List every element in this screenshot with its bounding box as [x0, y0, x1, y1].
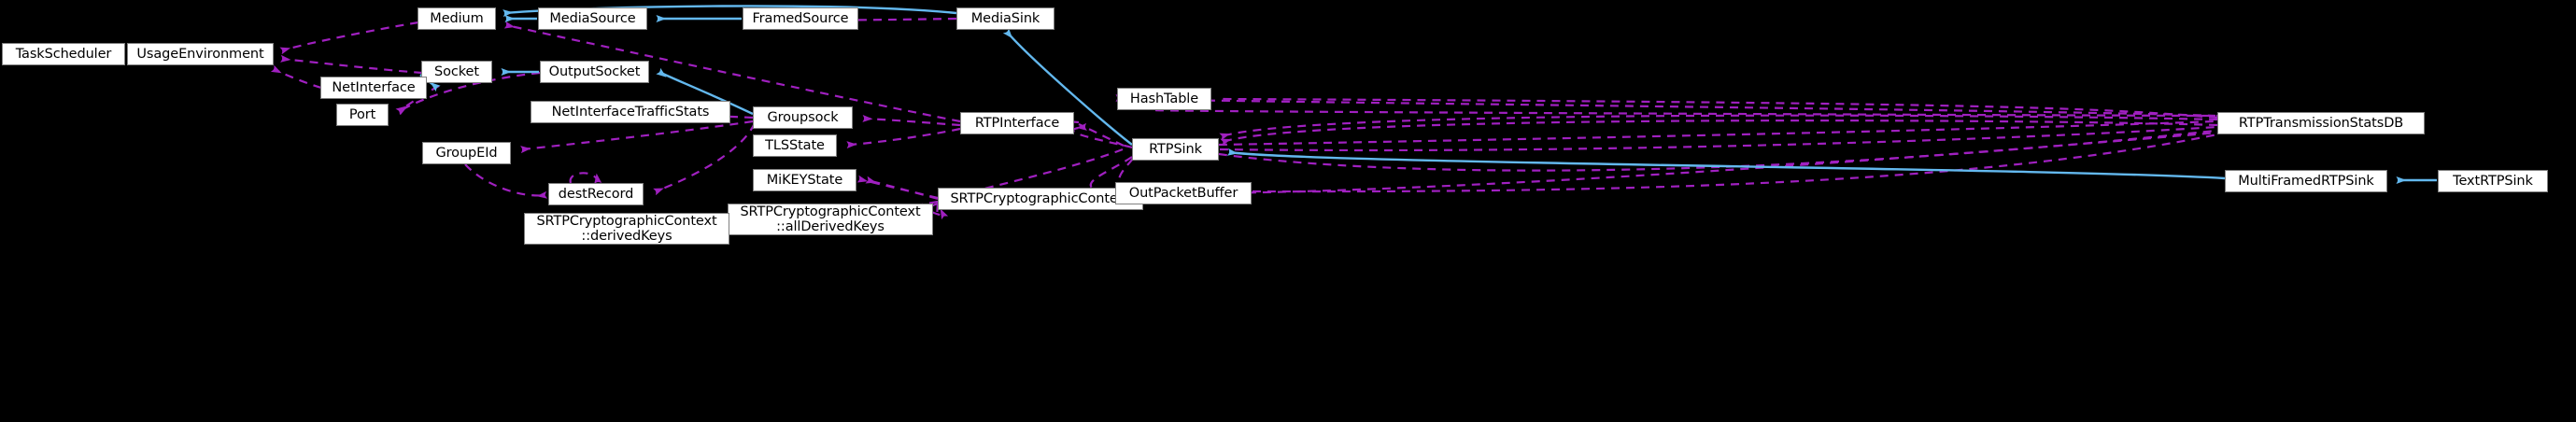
class-label: MultiFramedRTPSink: [2238, 173, 2374, 189]
class-label: NetInterface: [332, 79, 416, 95]
class-label: Socket: [434, 63, 479, 79]
class-label: RTPTransmissionStatsDB: [2238, 115, 2404, 131]
class-box-socket[interactable]: Socket: [421, 61, 492, 83]
class-label: destRecord: [558, 186, 634, 202]
class-label: MiKEYState: [766, 172, 843, 188]
class-box-mikeystate[interactable]: MiKEYState: [753, 169, 856, 191]
class-label: TaskScheduler: [15, 46, 112, 62]
class-label: MediaSink: [970, 10, 1040, 26]
class-box-rtptransmissionstatsdb[interactable]: RTPTransmissionStatsDB: [2217, 112, 2425, 134]
class-box-hashtable[interactable]: HashTable: [1117, 88, 1211, 110]
class-label: RTPInterface: [974, 115, 1060, 131]
class-box-destrecord[interactable]: destRecord: [548, 183, 644, 205]
class-box-rtpinterface[interactable]: RTPInterface: [960, 112, 1074, 134]
class-box-outpacketbuffer[interactable]: OutPacketBuffer: [1115, 182, 1252, 204]
class-box-netinterfacetrafficstats[interactable]: NetInterfaceTrafficStats: [531, 101, 730, 123]
class-box-tlsstate[interactable]: TLSState: [753, 134, 837, 157]
class-label: SRTPCryptographicContext: [950, 190, 1131, 206]
class-label: FramedSource: [752, 10, 849, 26]
class-label: Groupsock: [767, 109, 839, 125]
class-box-groupeid[interactable]: GroupEId: [422, 142, 511, 164]
class-label: HashTable: [1129, 91, 1199, 106]
class-box-usageenvironment[interactable]: UsageEnvironment: [127, 43, 274, 65]
class-label: RTPSink: [1149, 141, 1202, 157]
class-label: Medium: [430, 10, 484, 26]
class-box-netinterface[interactable]: NetInterface: [320, 77, 427, 99]
class-label: GroupEId: [435, 145, 498, 161]
class-label: SRTPCryptographicContext ::derivedKeys: [536, 213, 717, 244]
class-box-port[interactable]: Port: [336, 104, 389, 126]
class-label: NetInterfaceTrafficStats: [551, 104, 710, 120]
class-label: Port: [348, 106, 376, 122]
class-box-mediasource[interactable]: MediaSource: [538, 7, 647, 30]
class-box-taskscheduler[interactable]: TaskScheduler: [2, 43, 125, 65]
class-label: MediaSource: [549, 10, 636, 26]
class-label: TextRTPSink: [2453, 173, 2533, 189]
class-label: OutputSocket: [548, 63, 641, 79]
class-box-srtpcryptographiccontext[interactable]: SRTPCryptographicContext: [938, 188, 1143, 210]
class-box-groupsock[interactable]: Groupsock: [753, 106, 853, 129]
class-box-medium[interactable]: Medium: [418, 7, 496, 30]
class-label: OutPacketBuffer: [1128, 185, 1238, 201]
class-label: TLSState: [765, 137, 825, 153]
class-box-textrtpsink[interactable]: TextRTPSink: [2438, 170, 2548, 192]
class-label: SRTPCryptographicContext ::allDerivedKey…: [740, 204, 921, 234]
class-box-framedsource[interactable]: FramedSource: [743, 7, 858, 30]
class-label: UsageEnvironment: [136, 46, 264, 62]
class-box-outputsocket[interactable]: OutputSocket: [540, 61, 649, 83]
class-box-srtpcryptographiccontext-derivedkeys[interactable]: SRTPCryptographicContext ::derivedKeys: [524, 213, 729, 245]
class-box-mediasink[interactable]: MediaSink: [956, 7, 1054, 30]
class-box-rtpsink[interactable]: RTPSink: [1132, 138, 1219, 161]
class-box-multiframedrtpsink[interactable]: MultiFramedRTPSink: [2225, 170, 2387, 192]
class-box-srtpcryptographiccontext-allderivedkeys[interactable]: SRTPCryptographicContext ::allDerivedKey…: [728, 204, 933, 235]
